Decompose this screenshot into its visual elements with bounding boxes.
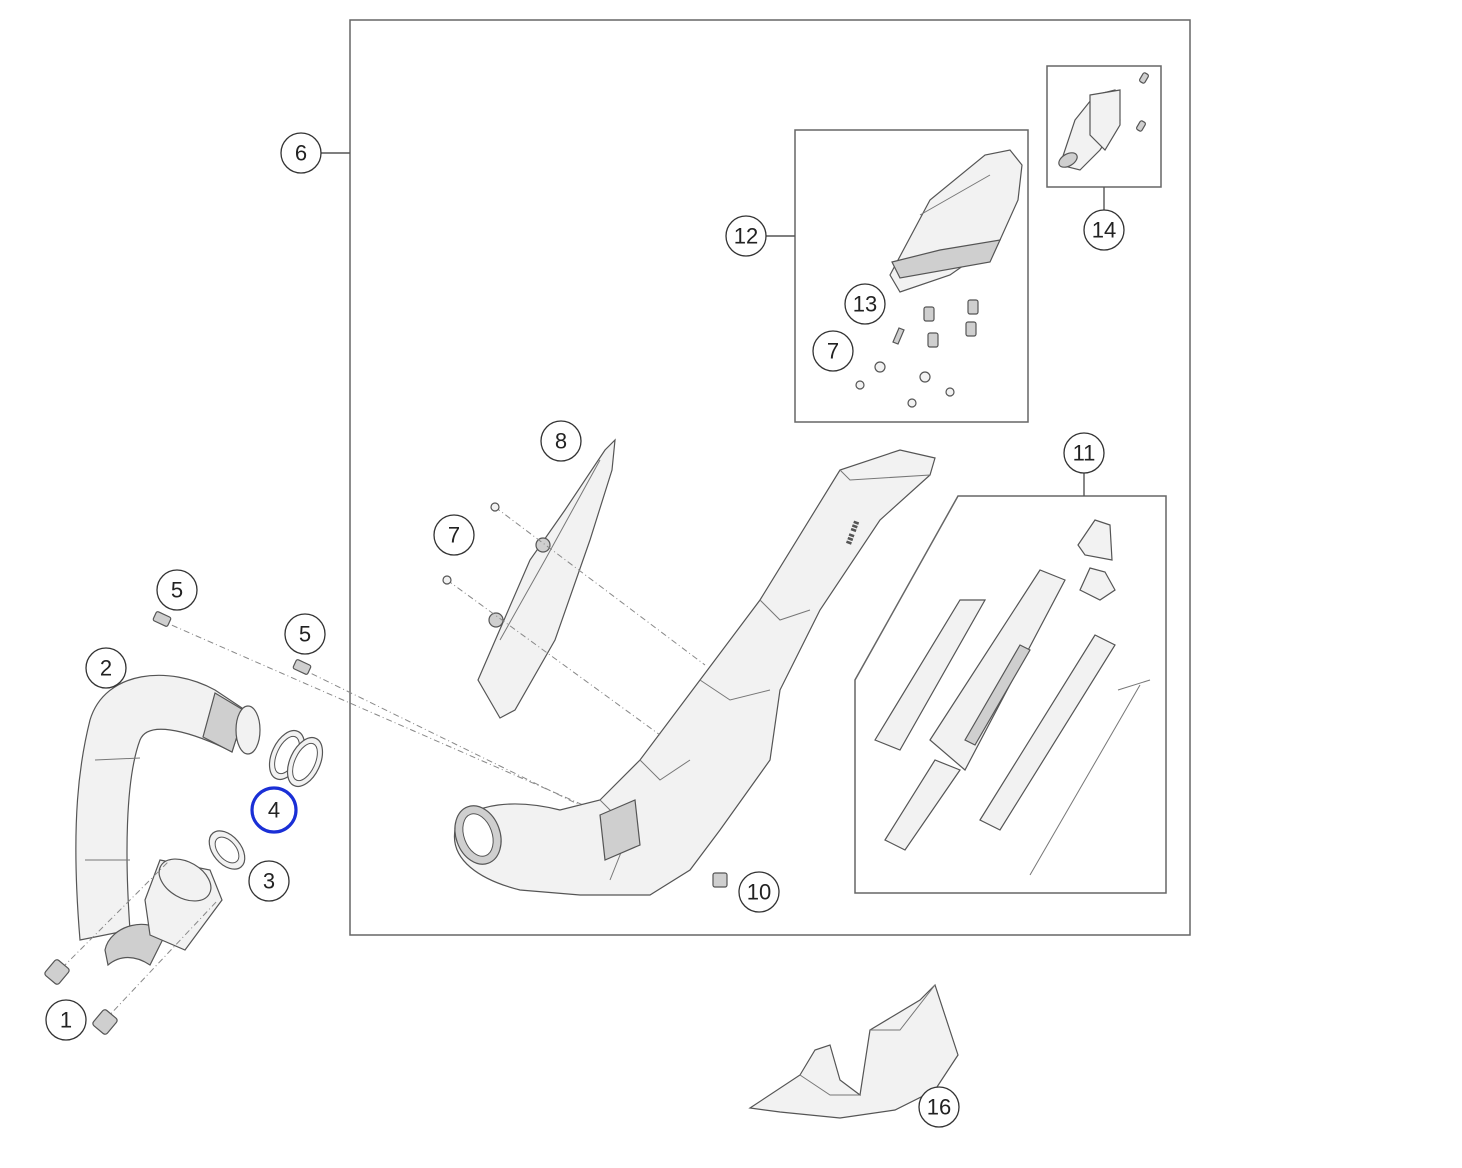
subkit-frame-12 [794, 129, 1029, 423]
fastener-clips[interactable] [892, 299, 979, 348]
callout-label: 1 [60, 1008, 72, 1033]
callout-label: 6 [295, 141, 307, 166]
flange-with-bolts[interactable] [44, 850, 223, 1035]
callout-label: 4 [268, 798, 280, 823]
callout-label: 5 [299, 622, 311, 647]
callout-label: 10 [747, 880, 771, 905]
callout-label: 12 [734, 224, 758, 249]
end-cap[interactable] [889, 149, 1023, 293]
callout-3[interactable]: 3 [248, 860, 290, 902]
clip[interactable] [712, 872, 728, 888]
callout-7-upper[interactable]: 7 [812, 330, 854, 372]
callout-8[interactable]: 8 [540, 420, 582, 462]
assembly-frame [349, 19, 1191, 936]
callout-label: 7 [448, 523, 460, 548]
screws-and-washers[interactable] [855, 361, 955, 408]
callout-label: 2 [100, 656, 112, 681]
long-bolts[interactable] [152, 611, 601, 816]
callout-11[interactable]: 11 [1063, 432, 1105, 474]
header-pipe[interactable] [75, 674, 261, 967]
callout-label: 14 [1092, 218, 1116, 243]
callout-label: 16 [927, 1095, 951, 1120]
gasket-ring[interactable] [202, 824, 252, 876]
callout-10[interactable]: 10 [738, 871, 780, 913]
callout-1[interactable]: 1 [45, 999, 87, 1041]
subkit-frame-11 [854, 495, 1167, 894]
callout-5-left[interactable]: 5 [156, 569, 198, 611]
callout-7-lower[interactable]: 7 [433, 514, 475, 556]
lower-guard[interactable] [748, 983, 959, 1119]
callout-label: 11 [1073, 441, 1096, 466]
callout-2[interactable]: 2 [85, 647, 127, 689]
callout-label: 13 [853, 292, 877, 317]
callout-label: 8 [555, 429, 567, 454]
callout-label: 5 [171, 578, 183, 603]
callout-16[interactable]: 16 [918, 1086, 960, 1128]
repair-kit[interactable] [874, 519, 1151, 876]
callout-5-right[interactable]: 5 [284, 613, 326, 655]
heat-shield[interactable] [442, 438, 706, 736]
callout-label: 7 [827, 339, 839, 364]
seal-rings[interactable] [262, 725, 329, 792]
callout-4[interactable]: 4 [250, 786, 298, 834]
callout-12[interactable]: 12 [725, 215, 767, 257]
callout-14[interactable]: 14 [1083, 209, 1125, 251]
callout-label: 3 [263, 869, 275, 894]
callout-13[interactable]: 13 [844, 283, 886, 325]
silencer-body[interactable]: ▮▮▮ ▮▮▮ [447, 449, 936, 896]
inlet-piece[interactable] [1056, 72, 1149, 171]
callout-6[interactable]: 6 [280, 132, 322, 174]
